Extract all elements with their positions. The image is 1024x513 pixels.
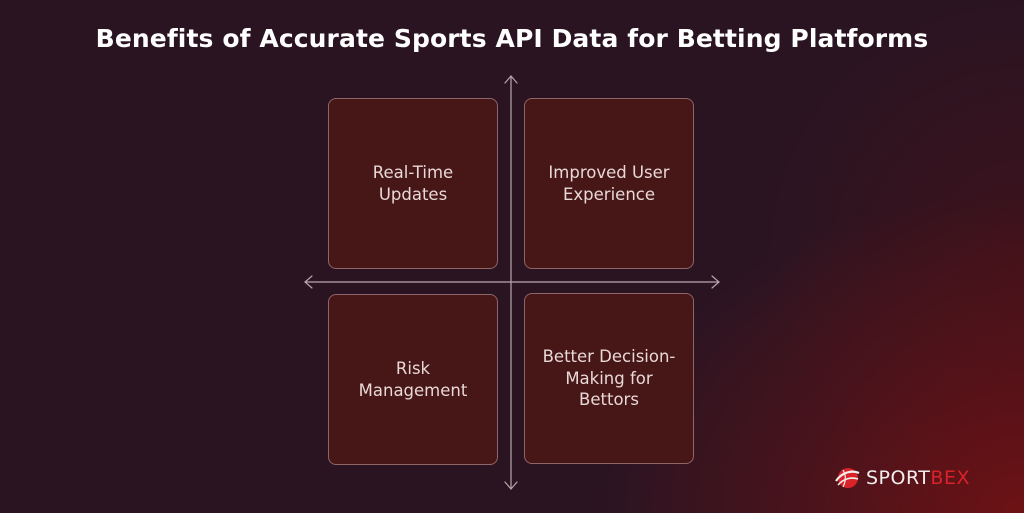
quadrant-card-risk-management: Risk Management xyxy=(328,294,498,465)
arrow-up-icon xyxy=(504,75,518,84)
quadrant-label: Risk Management xyxy=(358,359,468,400)
arrow-left-icon xyxy=(304,275,313,289)
quadrant-label: Improved User Experience xyxy=(548,163,670,204)
brand-name-bex: BEX xyxy=(930,467,970,489)
page-title: Benefits of Accurate Sports API Data for… xyxy=(95,24,929,53)
quadrant-card-better-decision-making: Better Decision-Making for Bettors xyxy=(524,293,694,464)
quadrant-card-real-time-updates: Real-Time Updates xyxy=(328,98,498,269)
globe-swoosh-icon xyxy=(835,468,860,488)
sportbex-logo: SPORTBEX xyxy=(834,466,970,490)
brand-wordmark: SPORTBEX xyxy=(866,467,970,489)
arrow-right-icon xyxy=(711,275,720,289)
arrow-down-icon xyxy=(504,481,518,490)
quadrant-label: Real-Time Updates xyxy=(372,163,454,204)
brand-name-sport: SPORT xyxy=(866,467,931,489)
quadrant-card-improved-user-experience: Improved User Experience xyxy=(524,98,694,269)
quadrant-label: Better Decision-Making for Bettors xyxy=(542,347,676,410)
